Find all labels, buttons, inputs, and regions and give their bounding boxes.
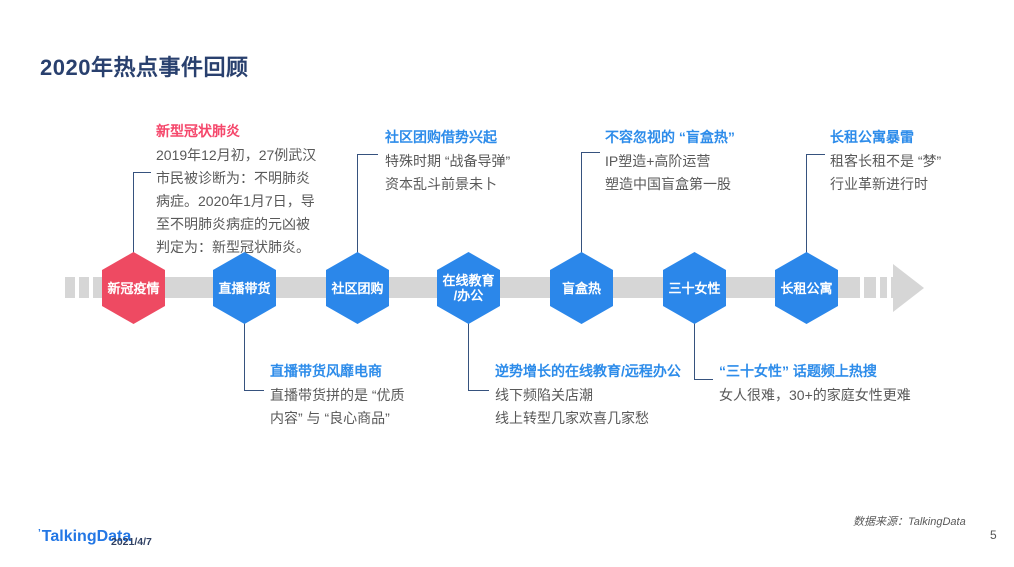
track-dash	[65, 277, 75, 298]
annotation-line: 线上转型几家欢喜几家愁	[495, 410, 649, 426]
footer-date: 2021/4/7	[111, 536, 152, 548]
annotation-line: 特殊时期 “战备导弹”	[385, 153, 511, 169]
annotation-line: 内容” 与 “良心商品”	[270, 410, 390, 426]
annotation-line: 病症。2020年1月7日，导	[156, 193, 315, 209]
connector-blindbox-h	[581, 152, 600, 153]
annotation-blindbox: 不容忽视的 “盲盒热” IP塑造+高阶运营 塑造中国盲盒第一股	[605, 127, 735, 196]
connector-livestream-h	[244, 390, 264, 391]
annotation-line: 女人很难，30+的家庭女性更难	[719, 387, 911, 403]
page-number: 5	[990, 528, 997, 542]
node-label: 直播带货	[218, 280, 271, 296]
annotation-line: 塑造中国盲盒第一股	[605, 176, 731, 192]
connector-livestream-v	[244, 322, 245, 390]
connector-onlineedu-v	[468, 322, 469, 390]
hexagon-node-groupbuy: 社区团购	[326, 252, 389, 324]
talkingdata-logo: ’TalkingData	[38, 528, 131, 546]
annotation-apartment: 长租公寓暴雷 租客长租不是 “梦” 行业革新进行时	[830, 127, 941, 196]
hexagon-node-onlineedu: 在线教育 /办公	[437, 252, 500, 324]
hexagon-node-livestream: 直播带货	[213, 252, 276, 324]
connector-apartment-v	[806, 154, 807, 254]
annotation-title: 新型冠状肺炎	[156, 123, 240, 139]
page-title: 2020年热点事件回顾	[40, 55, 249, 80]
annotation-line: IP塑造+高阶运营	[605, 153, 711, 169]
node-label: 长租公寓	[780, 280, 833, 296]
track-dash	[880, 277, 887, 298]
node-label: 在线教育 /办公	[442, 273, 495, 303]
track-dash	[891, 277, 894, 298]
annotation-line: 线下频陷关店潮	[495, 387, 593, 403]
connector-apartment-h	[806, 154, 825, 155]
logo-text: TalkingData	[41, 528, 132, 545]
node-label: 盲盒热	[561, 280, 601, 296]
data-source: 数据来源：TalkingData	[853, 516, 966, 528]
annotation-title: 长租公寓暴雷	[830, 129, 914, 145]
annotation-line: 直播带货拼的是 “优质	[270, 387, 405, 403]
connector-covid-h	[133, 172, 151, 173]
hexagon-node-blindbox: 盲盒热	[550, 252, 613, 324]
hexagon-node-covid: 新冠疫情	[102, 252, 165, 324]
annotation-groupbuy: 社区团购借势兴起 特殊时期 “战备导弹” 资本乱斗前景未卜	[385, 127, 510, 196]
annotation-line: 市民被诊断为：不明肺炎	[156, 170, 310, 186]
annotation-covid: 新型冠状肺炎 2019年12月初，27例武汉 市民被诊断为：不明肺炎 病症。20…	[156, 121, 316, 259]
connector-women30-h	[694, 379, 713, 380]
annotation-women30: “三十女性” 话题频上热搜 女人很难，30+的家庭女性更难	[719, 361, 911, 407]
logo-mark: ’	[38, 528, 41, 539]
annotation-line: 行业革新进行时	[830, 176, 928, 192]
annotation-line: 资本乱斗前景未卜	[385, 176, 497, 192]
timeline-arrow-icon	[893, 264, 924, 312]
track-dash	[93, 277, 103, 298]
track-dash	[79, 277, 89, 298]
connector-women30-v	[694, 322, 695, 379]
hexagon-node-apartment: 长租公寓	[775, 252, 838, 324]
node-label: 新冠疫情	[107, 280, 160, 296]
annotation-title: 逆势增长的在线教育/远程办公	[495, 363, 681, 379]
track-dash	[864, 277, 876, 298]
connector-onlineedu-h	[468, 390, 489, 391]
hexagon-node-women30: 三十女性	[663, 252, 726, 324]
connector-covid-v	[133, 172, 134, 254]
node-label: 社区团购	[331, 280, 384, 296]
node-label: 三十女性	[668, 280, 721, 296]
annotation-title: 直播带货风靡电商	[270, 363, 382, 379]
annotation-line: 租客长租不是 “梦”	[830, 153, 942, 169]
annotation-title: 社区团购借势兴起	[385, 129, 497, 145]
connector-blindbox-v	[581, 152, 582, 254]
annotation-line: 2019年12月初，27例武汉	[156, 147, 317, 163]
annotation-line: 至不明肺炎病症的元凶被	[156, 216, 310, 232]
annotation-title: 不容忽视的 “盲盒热”	[605, 129, 735, 145]
connector-groupbuy-v	[357, 154, 358, 254]
annotation-onlineedu: 逆势增长的在线教育/远程办公 线下频陷关店潮 线上转型几家欢喜几家愁	[495, 361, 681, 430]
annotation-livestream: 直播带货风靡电商 直播带货拼的是 “优质 内容” 与 “良心商品”	[270, 361, 405, 430]
connector-groupbuy-h	[357, 154, 378, 155]
annotation-line: 判定为：新型冠状肺炎。	[156, 239, 310, 255]
annotation-title: “三十女性” 话题频上热搜	[719, 363, 877, 379]
